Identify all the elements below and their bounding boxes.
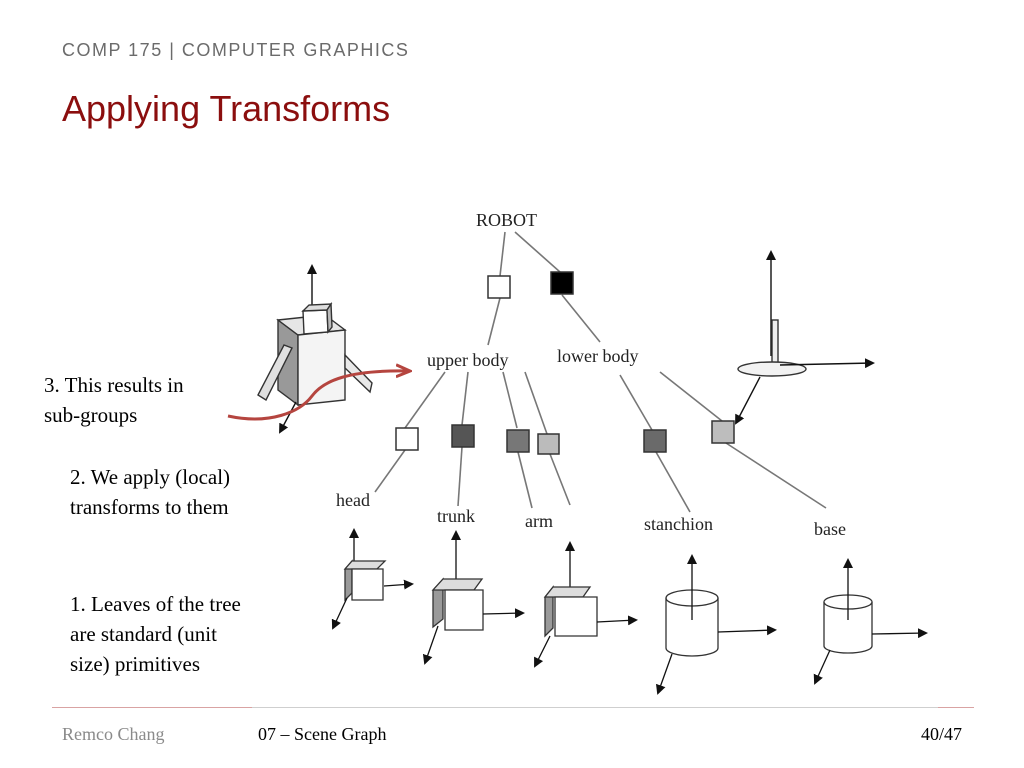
tree-edges [374, 231, 827, 513]
transform-node-stanchion [643, 429, 667, 453]
annotation-local-transforms: 2. We apply (local) transforms to them [70, 465, 231, 519]
curve-arrow [227, 371, 408, 421]
node-label-root: ROBOT [476, 210, 537, 230]
node-label-trunk: trunk [437, 506, 475, 526]
slide-title: Applying Transforms [62, 88, 391, 129]
footer-divider-right [938, 707, 974, 708]
node-label-base: base [814, 519, 846, 539]
transform-node-base [711, 420, 735, 444]
transform-node-upper [487, 275, 511, 299]
robot-illustration [257, 264, 373, 434]
transform-nodes [395, 271, 735, 455]
node-label-arm: arm [525, 511, 553, 531]
node-label-upper-body: upper body [427, 350, 508, 370]
node-label-stanchion: stanchion [644, 514, 713, 534]
annotation-leaves: 1. Leaves of the tree are standard (unit… [70, 592, 241, 676]
course-header: COMP 175 | COMPUTER GRAPHICS [62, 40, 410, 60]
node-label-head: head [336, 490, 370, 510]
primitive-head-cube [331, 528, 414, 630]
footer-lecture: 07 – Scene Graph [258, 724, 387, 744]
primitive-arm-cube [534, 541, 638, 668]
footer-page-number: 40/47 [920, 724, 962, 744]
annotation-subgroups: 3. This results in sub-groups [44, 373, 184, 427]
node-label-lower-body: lower body [557, 346, 638, 366]
primitive-stanchion-cylinder [655, 554, 777, 695]
transform-node-trunk [451, 424, 475, 448]
transform-node-arm2 [537, 433, 560, 455]
footer-divider-left [52, 707, 254, 708]
stanchion-base-illustration [735, 250, 875, 425]
footer-divider-middle [252, 707, 938, 708]
transform-node-head [395, 427, 419, 451]
transform-node-arm1 [506, 429, 530, 453]
primitive-trunk-cube [422, 530, 525, 665]
primitive-base-cylinder [813, 558, 928, 685]
footer-author: Remco Chang [62, 724, 165, 744]
transform-node-lower [550, 271, 574, 295]
